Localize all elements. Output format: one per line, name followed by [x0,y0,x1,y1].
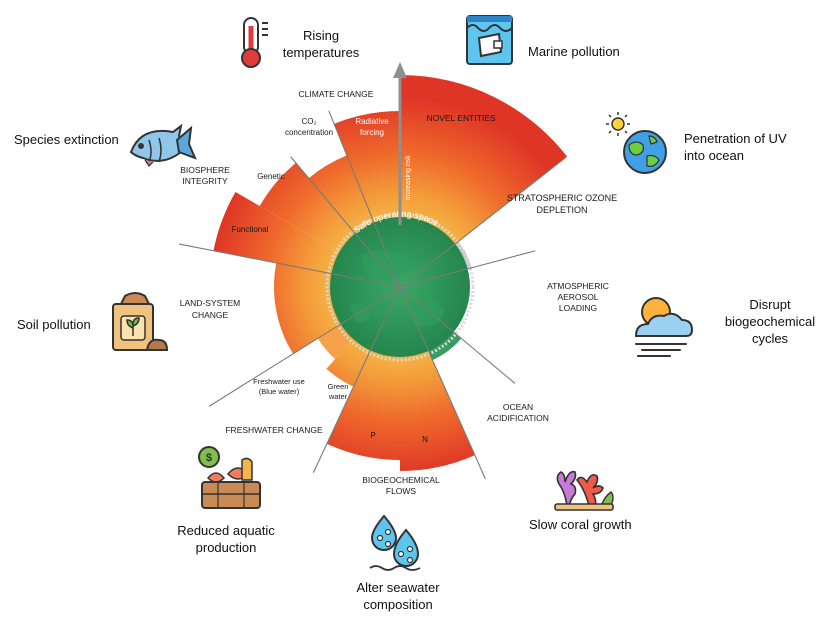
sector-divider [399,157,566,288]
sector-divider [312,286,401,474]
uv-earth-icon [606,112,667,174]
rising-temperatures-line1: Rising [302,28,340,43]
biogeo-label: BIOGEOCHEMICAL [362,475,440,485]
seawater-line1: Alter seawater [356,580,440,595]
globe-pattern [350,250,445,326]
uv-line2: into ocean [684,148,744,163]
aerosol-label-2: AEROSOL [557,292,598,302]
blue-water-label-2: (Blue water) [259,387,300,396]
ozone-label: STRATOSPHERIC OZONE [507,193,617,203]
thermometer-icon [241,17,268,68]
aerosol-label-3: LOADING [559,303,597,313]
seawater-line2: composition [363,597,433,612]
biogeo-label-2: FLOWS [386,486,417,496]
nitrogen-label: N [422,435,428,444]
sector-divider [328,110,401,288]
green-water-label: Green [328,382,349,391]
fish-basket-icon: $ [198,446,261,509]
biosphere-label: BIOSPHERE [180,165,230,175]
soil-pollution-label: Soil pollution [17,317,91,332]
fish-icon [129,123,197,167]
sector-divider [208,286,401,407]
sector-divider [399,250,536,288]
svg-text:$: $ [206,452,212,464]
coral-icon [554,470,614,511]
uv-line1: Penetration of UV [684,131,787,146]
co2-label-2: concentration [285,128,333,137]
sector-divider [399,286,516,384]
weather-cloud-icon [634,297,694,357]
uv-label: Penetration of UV into ocean [684,130,787,164]
biosphere-label-2: INTEGRITY [182,176,228,186]
aquatic-line2: production [195,540,257,555]
aquatic-production-label: Reduced aquatic production [166,522,286,556]
rising-temperatures-line2: temperatures [282,45,360,60]
genetic-label: Genetic [257,172,285,181]
land-system-label-2: CHANGE [192,310,229,320]
sector-divider [399,286,486,480]
climate-change-label: CLIMATE CHANGE [299,89,374,99]
sector-divider [179,243,401,288]
disrupt-line2: biogeochemical [724,314,816,329]
coral-growth-label: Slow coral growth [529,517,632,532]
marine-pollution-label: Marine pollution [528,44,620,59]
freshwater-change-label: FRESHWATER CHANGE [225,425,323,435]
disrupt-cycles-label: Disrupt biogeochemical cycles [710,296,830,347]
sector-divider [290,156,401,288]
risk-arrow-head [393,62,407,78]
radiative-forcing-label: Radiative [355,117,389,126]
safe-boundary-ring [325,212,475,362]
disrupt-line3: cycles [751,331,789,346]
novel-entities-label: NOVEL ENTITIES [426,113,495,123]
increasing-risk-label: increasing risk [405,155,412,200]
aerosol-label: ATMOSPHERIC [547,281,609,291]
ocean-acid-label-2: ACIDIFICATION [487,413,549,423]
rising-temperatures-label: Rising temperatures [276,27,366,61]
soil-sack-icon [112,292,169,351]
water-drops-icon [369,514,421,571]
co2-label: CO₂ [301,117,316,126]
radiative-forcing-label-2: forcing [360,128,384,137]
species-extinction-label: Species extinction [14,132,119,147]
marine-pollution-icon [466,15,513,65]
blue-water-label: Freshwater use [253,377,305,386]
disrupt-line1: Disrupt [749,297,791,312]
ozone-label-2: DEPLETION [536,205,587,215]
phosphorus-label: P [370,431,375,440]
ocean-acid-label: OCEAN [503,402,533,412]
land-system-label: LAND-SYSTEM [180,298,240,308]
functional-label: Functional [232,225,269,234]
aquatic-line1: Reduced aquatic [177,523,275,538]
seawater-composition-label: Alter seawater composition [348,579,448,613]
green-water-label-2: water [328,392,348,401]
